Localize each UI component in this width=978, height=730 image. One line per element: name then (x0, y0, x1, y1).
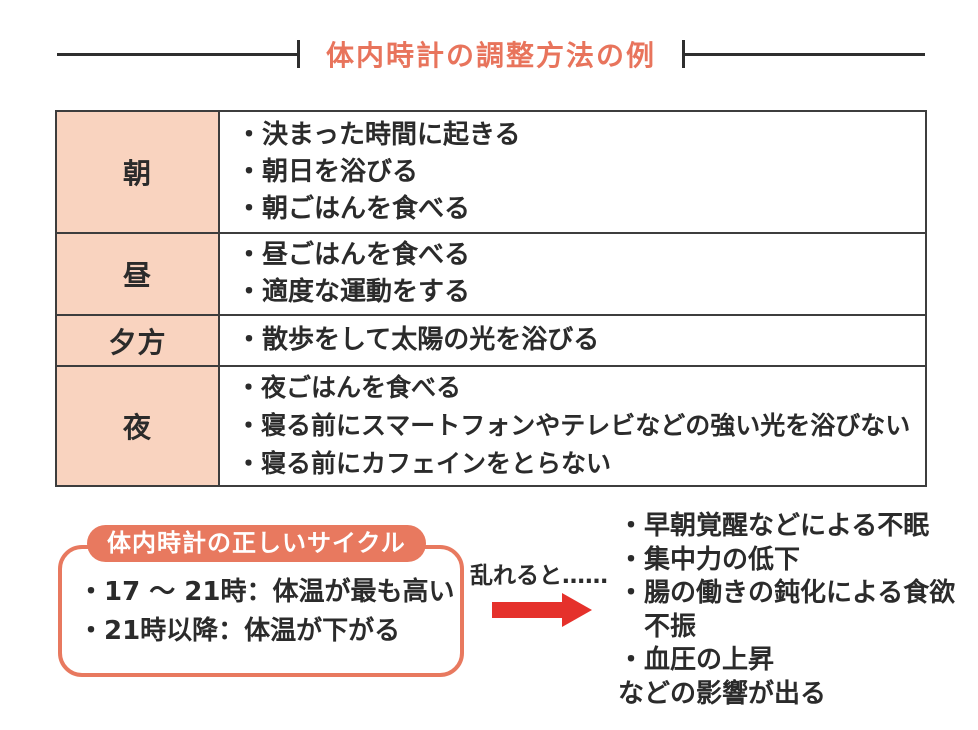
effects-outro: などの影響が出る (618, 678, 827, 709)
cycle-box-items: ・17 ～ 21時：体温が最も高い ・21時以降：体温が下がる (78, 573, 454, 651)
content-line: ・昼ごはんを食べる (236, 240, 471, 270)
cycle-item: ・17 ～ 21時：体温が最も高い (78, 577, 455, 607)
title-row: 体内時計の調整方法の例 (57, 34, 926, 74)
page-title: 体内時計の調整方法の例 (326, 39, 657, 72)
disruption-label: 乱れると…… (470, 563, 608, 589)
content-line: ・夜ごはんを食べる (236, 373, 462, 402)
arrow-right-icon (492, 593, 592, 627)
cycle-item: ・21時以降：体温が下がる (78, 616, 401, 646)
row-header-noon: 昼 (57, 234, 220, 314)
row-content-evening: ・散歩をして太陽の光を浴びる (220, 316, 925, 365)
arrow-shaft (492, 602, 562, 618)
effect-item: ・血圧の上昇 (618, 645, 775, 675)
table-row-morning: 朝 ・決まった時間に起きる ・朝日を浴びる ・朝ごはんを食べる (57, 112, 925, 232)
table-row-night: 夜 ・夜ごはんを食べる ・寝る前にスマートフォンやテレビなどの強い光を浴びない … (57, 365, 925, 485)
row-header-night: 夜 (57, 367, 220, 485)
effects-list: ・早朝覚醒などによる不眠 ・集中力の低下 ・腸の働きの鈍化による食欲不振 ・血圧… (618, 510, 966, 711)
effect-item: ・集中力の低下 (618, 544, 801, 575)
row-header-evening: 夕方 (57, 316, 220, 365)
cycle-box-title: 体内時計の正しいサイクル (87, 525, 426, 562)
arrow-head (562, 593, 592, 627)
schedule-table: 朝 ・決まった時間に起きる ・朝日を浴びる ・朝ごはんを食べる 昼 ・昼ごはんを… (55, 110, 927, 487)
cycle-box (58, 545, 464, 677)
title-rule-right (685, 52, 926, 56)
content-line: ・決まった時間に起きる (236, 119, 521, 150)
table-row-evening: 夕方 ・散歩をして太陽の光を浴びる (57, 314, 925, 365)
content-line: ・寝る前にスマートフォンやテレビなどの強い光を浴びない (236, 411, 911, 440)
title-rule-left (57, 52, 297, 56)
content-line: ・適度な運動をする (236, 277, 471, 307)
row-content-morning: ・決まった時間に起きる ・朝日を浴びる ・朝ごはんを食べる (220, 112, 925, 232)
row-content-noon: ・昼ごはんを食べる ・適度な運動をする (220, 234, 925, 314)
table-row-noon: 昼 ・昼ごはんを食べる ・適度な運動をする (57, 232, 925, 314)
content-line: ・寝る前にカフェインをとらない (236, 449, 612, 478)
content-line: ・朝日を浴びる (236, 156, 419, 187)
row-header-morning: 朝 (57, 112, 220, 232)
content-line: ・朝ごはんを食べる (236, 193, 471, 224)
row-content-night: ・夜ごはんを食べる ・寝る前にスマートフォンやテレビなどの強い光を浴びない ・寝… (220, 367, 925, 485)
content-line: ・散歩をして太陽の光を浴びる (236, 325, 600, 355)
title-tick-right (682, 40, 686, 68)
effect-item: ・腸の働きの鈍化による食欲不振 (618, 578, 956, 642)
effect-item: ・早朝覚醒などによる不眠 (618, 511, 930, 541)
title-tick-left (297, 40, 300, 68)
